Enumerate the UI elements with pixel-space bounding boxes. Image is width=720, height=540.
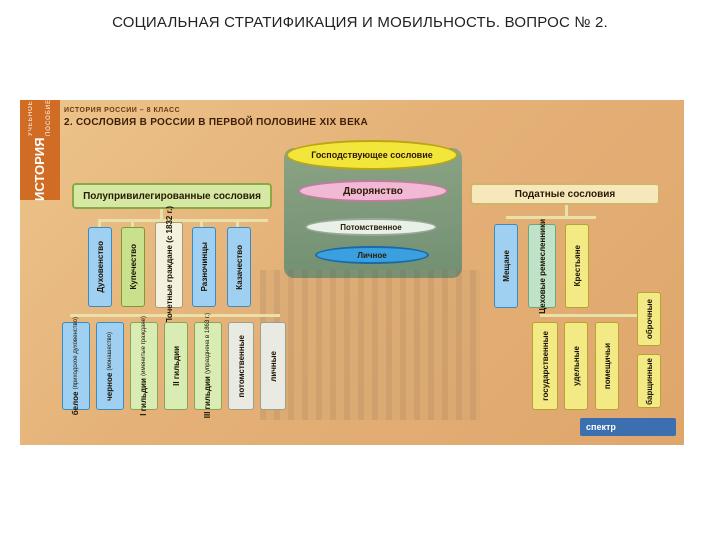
guild-1-box: I гильдии (именитые граждане) — [130, 316, 158, 416]
state-peasants-box: государственные — [532, 322, 558, 410]
poster-image: ИСТОРИЯ УЧЕБНОЕ ПОСОБИЕ ИСТОРИЯ РОССИИ –… — [20, 100, 684, 445]
semi-privileged-box: Полупривилегированные сословия — [72, 183, 272, 209]
raznochintsy-box: Разночинцы — [192, 227, 216, 307]
appanage-peasants-box: удельные — [564, 322, 588, 410]
honorary-citizens-box: Почетные граждане (с 1832 г.) — [155, 206, 183, 324]
craftsmen-box: Цеховые ремесленники — [528, 219, 556, 313]
nobility-oval: Дворянство — [298, 180, 448, 202]
side-label: ИСТОРИЯ — [32, 137, 47, 202]
townsfolk-box: Мещане — [494, 224, 518, 308]
personal-oval: Личное — [315, 246, 429, 264]
slide-title: СОЦИАЛЬНАЯ СТРАТИФИКАЦИЯ И МОБИЛЬНОСТЬ. … — [112, 14, 608, 31]
white-clergy-box: белое (приходское духовенство) — [62, 317, 90, 415]
clergy-box: Духовенство — [88, 227, 112, 307]
poster-header-main: 2. СОСЛОВИЯ В РОССИИ В ПЕРВОЙ ПОЛОВИНЕ X… — [64, 117, 368, 128]
barshchina-peasants-box: барщинные — [637, 354, 661, 408]
guild-3-box: III гильдии (упразднена в 1863 г.) — [194, 313, 222, 419]
guild-2-box: II гильдии — [164, 322, 188, 410]
black-clergy-box: черное (монашество) — [96, 322, 124, 410]
hereditary-citizens-box: потомственные — [228, 322, 254, 410]
peasants-box: Крестьяне — [565, 224, 589, 308]
merchants-box: Купечество — [121, 227, 145, 307]
hereditary-oval: Потомственное — [305, 218, 437, 236]
publisher-logo: спектр — [580, 418, 676, 436]
ruling-estate-oval: Господствующее сословие — [286, 140, 458, 170]
side-sublabel: УЧЕБНОЕ ПОСОБИЕ — [28, 100, 52, 136]
background-photo — [260, 270, 480, 420]
poster-header-top: ИСТОРИЯ РОССИИ – 8 КЛАСС — [64, 107, 181, 114]
landlord-peasants-box: помещичьи — [595, 322, 619, 410]
tax-paying-box: Податные сословия — [470, 183, 660, 205]
personal-citizens-box: личные — [260, 322, 286, 410]
obrok-peasants-box: оброчные — [637, 292, 661, 346]
side-strip: ИСТОРИЯ УЧЕБНОЕ ПОСОБИЕ — [20, 100, 60, 202]
cossacks-box: Казачество — [227, 227, 251, 307]
